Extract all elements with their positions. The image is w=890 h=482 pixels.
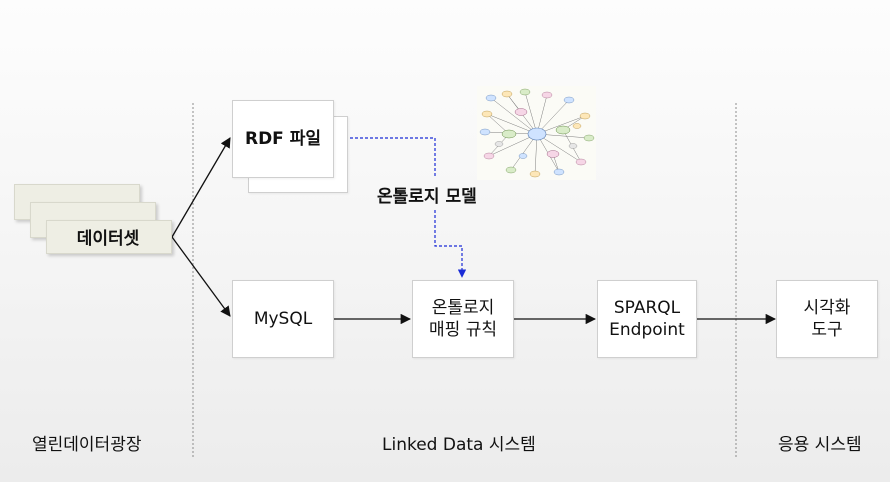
dataset-card-front <box>46 220 172 254</box>
arrow-dataset-to-mysql <box>171 236 231 317</box>
sparql-endpoint-box[interactable]: SPARQL Endpoint <box>597 280 697 358</box>
mysql-box[interactable]: MySQL <box>232 280 334 358</box>
section-application-system: 응용 시스템 <box>778 435 862 455</box>
section-linked-data-system: Linked Data 시스템 <box>382 435 536 455</box>
rdf-file-box[interactable]: RDF 파일 <box>232 100 334 178</box>
ontology-graph-image <box>477 86 596 180</box>
section-open-data-plaza: 열린데이터광장 <box>32 435 142 455</box>
dashed-arrow-to-rdf <box>335 133 436 176</box>
dataset-label: 데이터셋 <box>76 228 140 249</box>
mapping-rules-box[interactable]: 온톨로지 매핑 규칙 <box>412 280 514 358</box>
ontology-model-label: 온톨로지 모델 <box>377 187 477 207</box>
visualization-tool-box[interactable]: 시각화 도구 <box>776 280 878 358</box>
dashed-arrow-to-mapping <box>434 210 467 278</box>
arrow-dataset-to-rdf <box>171 137 231 238</box>
